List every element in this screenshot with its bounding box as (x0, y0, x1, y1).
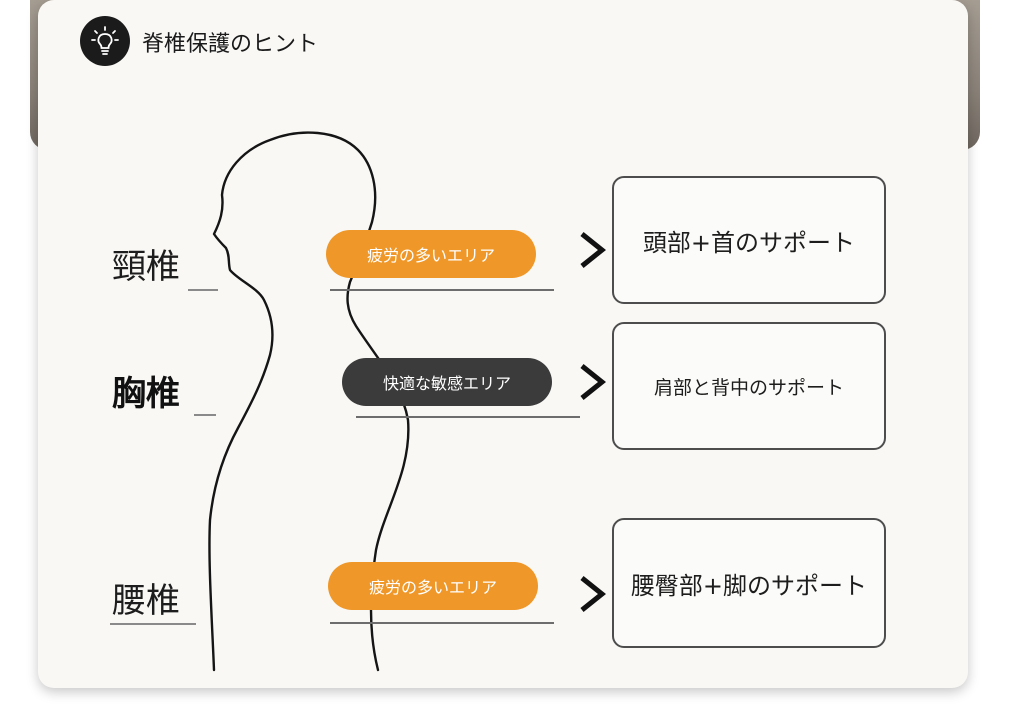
chevron-right-icon (580, 364, 607, 400)
lumbar-label: 腰椎 (112, 581, 180, 621)
cervical-tag: 疲労の多いエリア (326, 230, 536, 278)
card-title: 脊椎保護のヒント (142, 32, 319, 57)
thoracic-underline (194, 414, 216, 416)
cervical-label: 頸椎 (112, 247, 180, 287)
shoulder-back-support-box: 肩部と背中のサポート (612, 322, 886, 450)
waist-hip-leg-support-box: 腰臀部+脚のサポート (612, 518, 886, 648)
chevron-right-icon (580, 232, 607, 268)
thoracic-rule (356, 416, 580, 418)
lightbulb-icon (80, 16, 130, 66)
head-neck-support-box: 頭部+首のサポート (612, 176, 886, 304)
spine-tips-card: 脊椎保護のヒント 頸椎 疲労の多いエリア 頭部+首のサポート 胸椎 快適な敏感エ… (38, 0, 968, 688)
thoracic-tag: 快適な敏感エリア (342, 358, 552, 406)
lumbar-tag: 疲労の多いエリア (328, 562, 538, 610)
cervical-underline (188, 289, 218, 291)
lumbar-rule (330, 622, 554, 624)
cervical-rule (330, 289, 554, 291)
lumbar-underline (110, 623, 196, 625)
chevron-right-icon (580, 576, 607, 612)
thoracic-label: 胸椎 (112, 374, 180, 414)
